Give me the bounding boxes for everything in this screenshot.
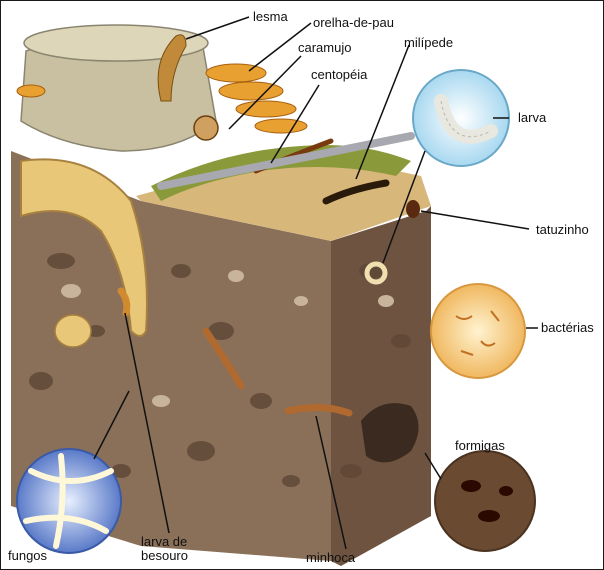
fungi-bubble: [17, 449, 121, 553]
label-tatuzinho: tatuzinho: [536, 223, 589, 237]
label-formigas: formigas: [455, 439, 505, 453]
label-caramujo: caramujo: [298, 41, 351, 55]
label-milipede: milípede: [404, 36, 453, 50]
bacteria-bubble: [431, 284, 525, 378]
label-bacterias: bactérias: [541, 321, 594, 335]
label-fungos: fungos: [8, 549, 47, 563]
label-lesma: lesma: [253, 10, 288, 24]
label-larva-de-besouro-line1: larva de: [141, 534, 187, 549]
label-larva: larva: [518, 111, 546, 125]
soil-side-face: [331, 206, 431, 566]
label-minhoca: minhoca: [306, 551, 355, 565]
root-chunk: [55, 315, 91, 347]
snail-shell: [194, 116, 218, 140]
ants-bubble: [435, 451, 535, 551]
label-larva-de-besouro-line2: besouro: [141, 548, 188, 563]
label-larva-de-besouro: larva de besouro: [141, 535, 188, 563]
pill-bug: [406, 200, 420, 218]
label-orelha-de-pau: orelha-de-pau: [313, 16, 394, 30]
label-centopeia: centopéia: [311, 68, 367, 82]
